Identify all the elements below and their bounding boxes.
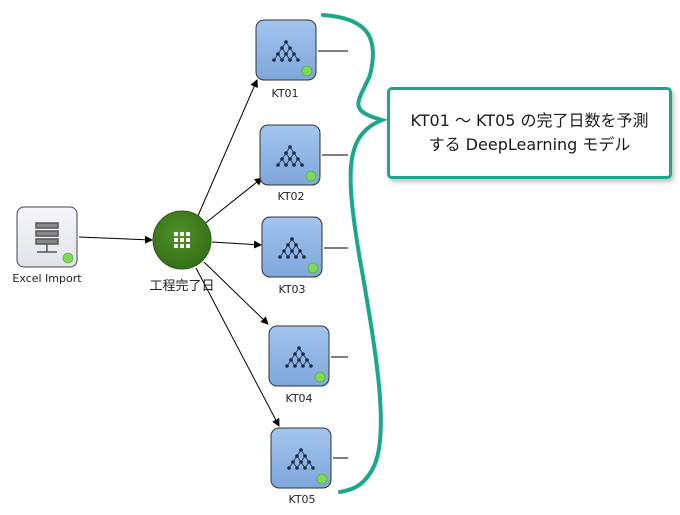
callout-line-2: する DeepLearning モデル xyxy=(428,135,631,154)
neural-network-icon xyxy=(285,346,313,368)
model-label-kt04: KT04 xyxy=(285,392,313,405)
connector-filter-to-kt01 xyxy=(196,79,258,219)
neural-network-icon xyxy=(278,237,306,259)
connectors xyxy=(78,50,348,459)
status-dot xyxy=(62,252,74,264)
connector-filter-to-kt05 xyxy=(195,267,280,427)
connector-excel-to-filter xyxy=(78,235,153,244)
neural-network-icon xyxy=(272,40,300,62)
status-dot xyxy=(316,473,328,485)
excel-import-node[interactable] xyxy=(16,206,78,268)
model-node-kt05[interactable] xyxy=(270,427,332,489)
filter-node[interactable] xyxy=(152,210,212,270)
model-node-kt01[interactable] xyxy=(255,19,317,81)
connector-filter-to-kt04 xyxy=(203,261,269,325)
annotation-callout: KT01 ～ KT05 の完了日数を予測 する DeepLearning モデル xyxy=(387,87,672,179)
callout-line-1: KT01 ～ KT05 の完了日数を予測 xyxy=(410,111,649,130)
excel-import-label: Excel Import xyxy=(12,272,82,285)
curly-brace-annotation xyxy=(321,13,389,494)
model-node-kt02[interactable] xyxy=(259,124,321,186)
model-label-kt03: KT03 xyxy=(278,283,306,296)
neural-network-icon xyxy=(287,448,315,470)
model-node-kt03[interactable] xyxy=(261,216,323,278)
model-node-kt04[interactable] xyxy=(268,325,330,387)
grid-table-icon xyxy=(174,232,190,248)
status-dot xyxy=(305,170,317,182)
model-label-kt02: KT02 xyxy=(277,190,305,203)
status-dot xyxy=(307,262,319,274)
model-nodes xyxy=(255,19,332,489)
model-label-kt05: KT05 xyxy=(288,493,316,506)
status-dot xyxy=(301,65,313,77)
database-server-icon xyxy=(35,222,59,253)
status-dot xyxy=(314,371,326,383)
model-label-kt01: KT01 xyxy=(271,87,299,100)
filter-node-label: 工程完了日 xyxy=(149,279,215,294)
connector-filter-to-kt03 xyxy=(211,240,262,249)
connector-filter-to-kt02 xyxy=(202,177,263,226)
neural-network-icon xyxy=(276,145,304,167)
